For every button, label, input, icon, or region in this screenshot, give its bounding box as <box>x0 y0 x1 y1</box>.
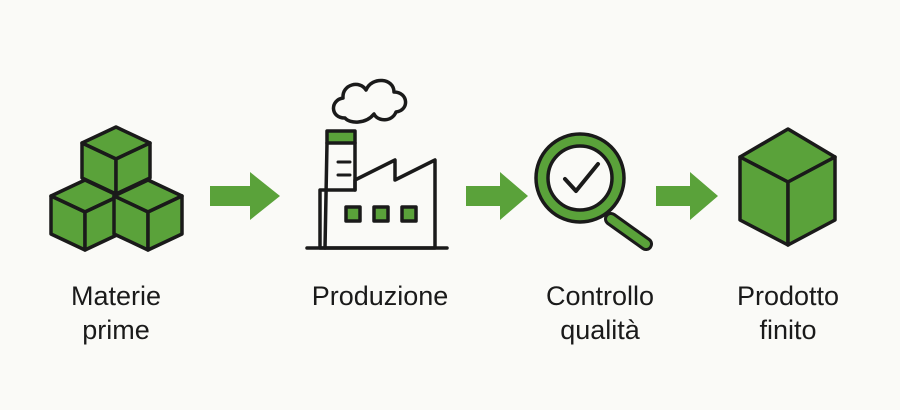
magnifier-check-icon <box>534 132 653 251</box>
step-label-line: Controllo <box>545 281 655 311</box>
cube-icon <box>738 127 837 247</box>
step-label-line: Prodotto <box>736 281 840 311</box>
arrow-right-icon <box>466 172 528 220</box>
factory-icon <box>305 78 449 250</box>
arrow-right-icon <box>210 172 280 220</box>
step-label-line: finito <box>759 315 817 345</box>
arrow-right-icon <box>656 172 718 220</box>
step-label-line: prime <box>82 315 150 345</box>
step-label-raw-materials: Materie prime <box>50 279 182 347</box>
step-label-line: Materie <box>70 281 162 311</box>
step-label-quality-control: Controllo qualità <box>525 279 675 347</box>
step-label-line: Produzione <box>311 281 449 311</box>
step-label-line: qualità <box>560 315 640 345</box>
stacked-cubes-icon <box>49 125 184 252</box>
step-label-production: Produzione <box>300 279 460 313</box>
step-label-finished-product: Prodotto finito <box>720 279 856 347</box>
